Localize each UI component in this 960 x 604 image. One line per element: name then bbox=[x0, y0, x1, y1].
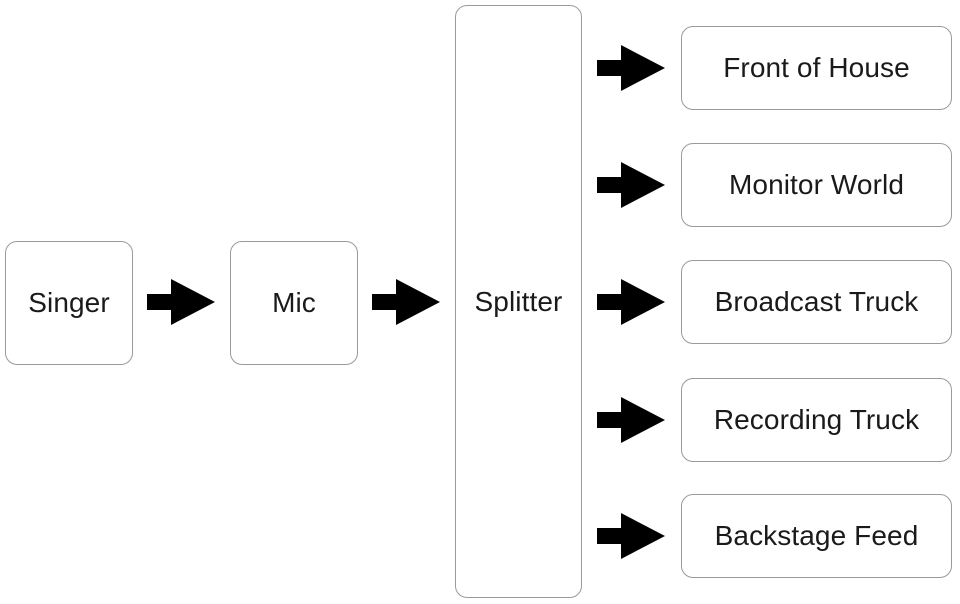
block-arrow-right-icon bbox=[597, 162, 665, 208]
node-mic[interactable]: Mic bbox=[230, 241, 358, 365]
block-arrow-right-icon bbox=[372, 279, 440, 325]
node-singer-label: Singer bbox=[28, 287, 110, 318]
node-recording-truck-label: Recording Truck bbox=[713, 404, 920, 435]
node-splitter-label: Splitter bbox=[474, 285, 563, 317]
node-recording-truck[interactable]: Recording Truck bbox=[681, 378, 952, 462]
node-monitor-world-label: Monitor World bbox=[728, 169, 905, 200]
node-monitor-world[interactable]: Monitor World bbox=[681, 143, 952, 227]
node-backstage-feed[interactable]: Backstage Feed bbox=[681, 494, 952, 578]
node-front-of-house-label: Front of House bbox=[723, 52, 910, 83]
node-broadcast-truck-label: Broadcast Truck bbox=[714, 286, 919, 317]
block-arrow-right-icon bbox=[597, 45, 665, 91]
node-splitter[interactable]: Splitter bbox=[455, 5, 582, 598]
block-arrow-right-icon bbox=[597, 513, 665, 559]
node-backstage-feed-label: Backstage Feed bbox=[714, 520, 919, 551]
node-singer[interactable]: Singer bbox=[5, 241, 133, 365]
node-mic-label: Mic bbox=[272, 287, 316, 318]
node-front-of-house[interactable]: Front of House bbox=[681, 26, 952, 110]
block-arrow-right-icon bbox=[147, 279, 215, 325]
block-arrow-right-icon bbox=[597, 397, 665, 443]
node-broadcast-truck[interactable]: Broadcast Truck bbox=[681, 260, 952, 344]
block-arrow-right-icon bbox=[597, 279, 665, 325]
